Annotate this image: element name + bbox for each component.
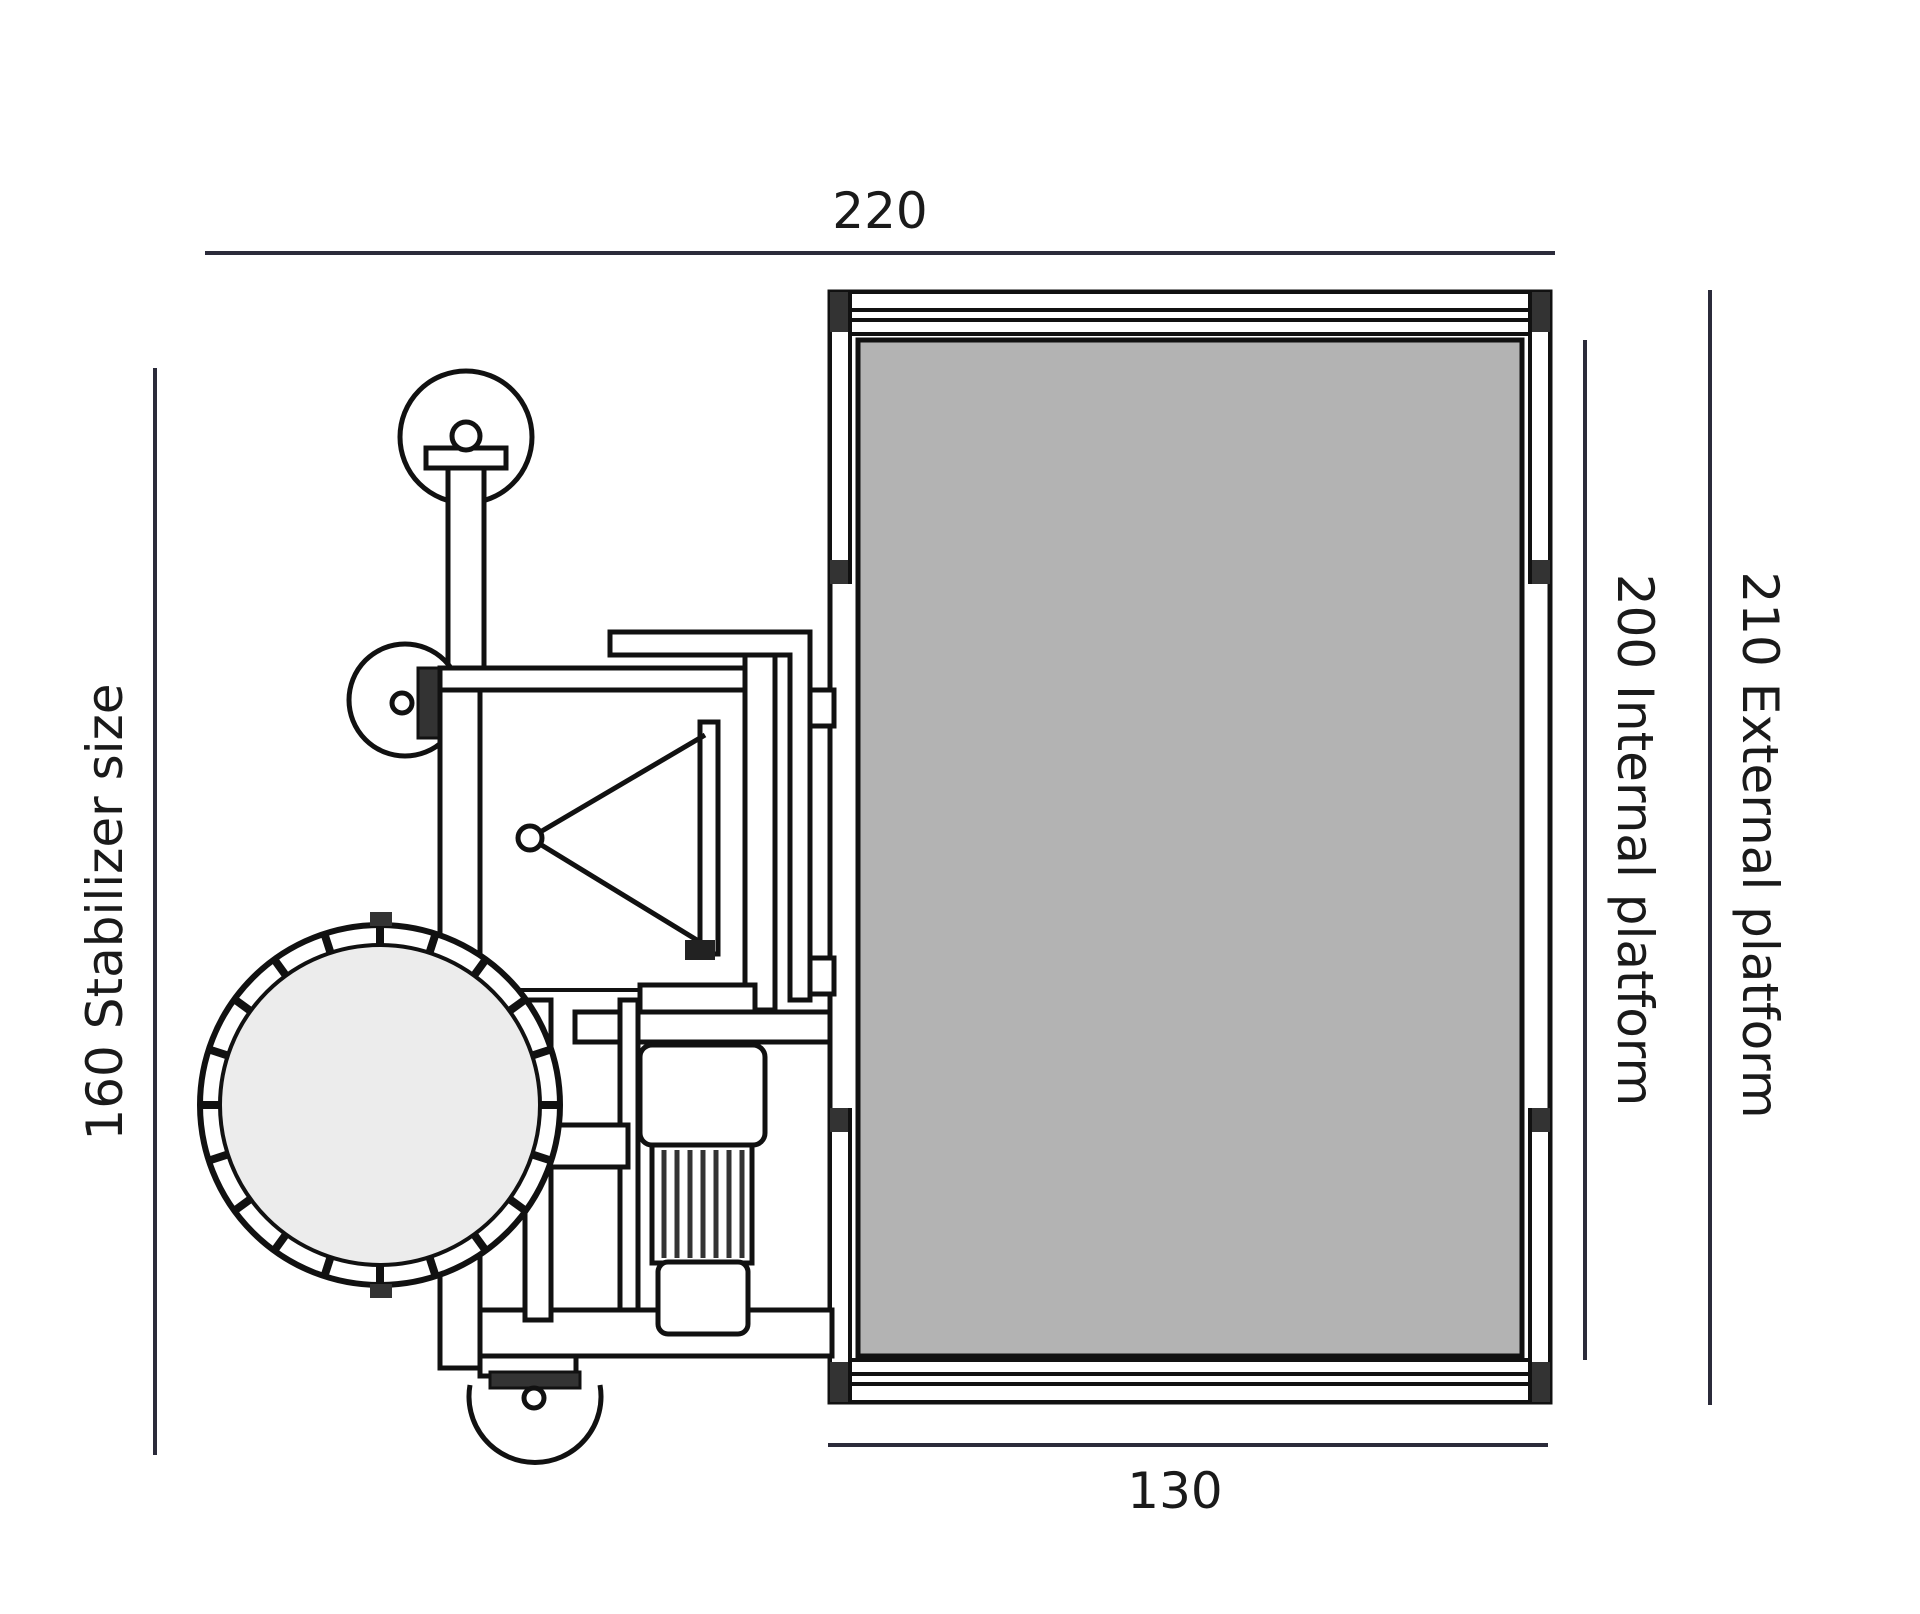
mast-column: [445, 447, 487, 693]
top-rail-outer: [828, 290, 1552, 312]
drum-tick: [530, 1045, 553, 1060]
bracket-arm-inner: [742, 652, 778, 1013]
label-external-platform: 210 External platform: [1731, 571, 1789, 1118]
vertical-link: [697, 719, 721, 957]
bottom-pin: [521, 1385, 547, 1411]
cross-beam: [572, 1009, 833, 1045]
post-cap: [830, 1108, 848, 1132]
drum-tick: [425, 1255, 440, 1278]
dimension-external-platform: 210 External platform: [1708, 290, 1789, 1405]
drum: [197, 912, 563, 1298]
dimension-overall-width: 220: [205, 182, 1555, 255]
bottom-rail-inner: [846, 1358, 1534, 1376]
chassis-top-rail: [437, 665, 773, 693]
drum-face: [218, 943, 542, 1267]
drum-tick: [207, 1150, 230, 1165]
drum-tick: [270, 957, 290, 978]
dimension-platform-width: 130: [828, 1443, 1548, 1520]
corner-cap: [830, 292, 848, 332]
drum-tick: [270, 1232, 290, 1253]
drum-ticks: [200, 925, 560, 1285]
side-bracket: [416, 666, 442, 740]
link-arm-lower: [528, 835, 707, 948]
corner-cap: [1532, 1362, 1550, 1402]
post-cap: [830, 560, 848, 584]
link-arm-upper: [528, 732, 707, 841]
left-post-top: [828, 290, 852, 584]
mount-tab: [807, 687, 837, 729]
drum-tick: [507, 1195, 528, 1215]
link-pivot: [515, 823, 545, 853]
top-pin: [449, 419, 483, 453]
internal-platform-deck: [855, 337, 1525, 1359]
drum-tick: [530, 1150, 553, 1165]
dimension-stabilizer-size: 160 Stabilizer size: [76, 368, 157, 1455]
label-platform-width: 130: [1127, 1462, 1222, 1520]
drum-bottom-clip: [370, 1284, 392, 1298]
link-foot: [685, 940, 715, 960]
drum-tick: [232, 995, 253, 1015]
drum-top-clip: [370, 912, 392, 926]
drum-tick: [232, 1195, 253, 1215]
bottom-stabilizer-wheel: [466, 1384, 604, 1465]
motor-unit: [637, 1042, 768, 1337]
motor-coil-lines: [661, 1150, 745, 1258]
motor-housing: [637, 1042, 768, 1148]
bottom-rail-outer: [828, 1382, 1552, 1404]
dimension-internal-platform: 200 Internal platform: [1583, 340, 1664, 1360]
tube-bracket: [545, 1122, 631, 1170]
post-cap: [1532, 560, 1550, 584]
cross-beam-small: [637, 982, 758, 1015]
platform: [827, 289, 1553, 1405]
drum-tick: [507, 995, 528, 1015]
top-rail-inner: [846, 318, 1534, 336]
label-stabilizer-size: 160 Stabilizer size: [76, 683, 134, 1140]
drum-tick: [425, 932, 440, 955]
label-internal-platform: 200 Internal platform: [1606, 574, 1664, 1106]
side-stabilizer: [346, 641, 464, 759]
label-overall-width: 220: [832, 182, 927, 240]
drum-tick: [470, 1232, 490, 1253]
motor-base: [655, 1259, 751, 1337]
bottom-stabilizer: [466, 1353, 604, 1465]
right-post-bottom: [1528, 1108, 1552, 1404]
drum-tick: [320, 932, 335, 955]
drum-tick: [320, 1255, 335, 1278]
right-post-top: [1528, 290, 1552, 584]
drum-tick: [470, 957, 490, 978]
mast: [397, 368, 535, 693]
corner-cap: [830, 1362, 848, 1402]
corner-cap: [1532, 292, 1550, 332]
bracket-arm-outer: [607, 629, 813, 1003]
mount-tab: [807, 955, 837, 997]
post-cap: [1532, 1108, 1550, 1132]
side-pin: [389, 690, 415, 716]
drum-tick: [207, 1045, 230, 1060]
